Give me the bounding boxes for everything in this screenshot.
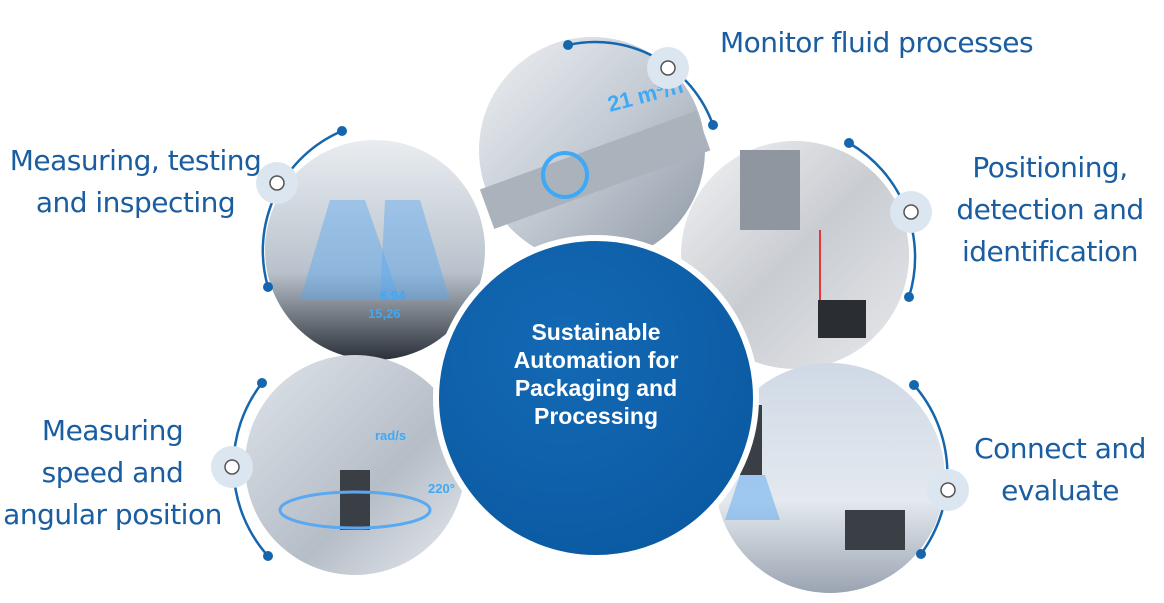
overlay-value-2: 15,26 bbox=[368, 306, 401, 321]
label-connect-evaluate: Connect and evaluate bbox=[974, 432, 1146, 507]
label-positioning: Positioning, detection and identificatio… bbox=[956, 151, 1144, 268]
arc-end-dots bbox=[257, 40, 926, 561]
label-measuring-testing: Measuring, testing and inspecting bbox=[9, 144, 262, 219]
overlay-angle: 220° bbox=[428, 481, 455, 496]
overlay-unit: rad/s bbox=[375, 428, 406, 443]
photo-measuring-testing: 6,94 15,26 bbox=[265, 140, 485, 360]
center-title: Sustainable Automation for Packaging and… bbox=[513, 319, 679, 429]
label-monitor-fluid: Monitor fluid processes bbox=[720, 26, 1034, 59]
photo-fluid-processes: 21 m³/h bbox=[479, 37, 711, 263]
label-measuring-speed: Measuring speed and angular position bbox=[3, 414, 222, 531]
overlay-value-1: 6,94 bbox=[380, 288, 406, 303]
photo-connect-evaluate bbox=[715, 363, 945, 593]
arc-handles bbox=[211, 47, 969, 511]
photo-speed-angular: rad/s 220° bbox=[245, 355, 465, 575]
photo-positioning bbox=[681, 141, 909, 369]
center-circle bbox=[433, 235, 759, 561]
